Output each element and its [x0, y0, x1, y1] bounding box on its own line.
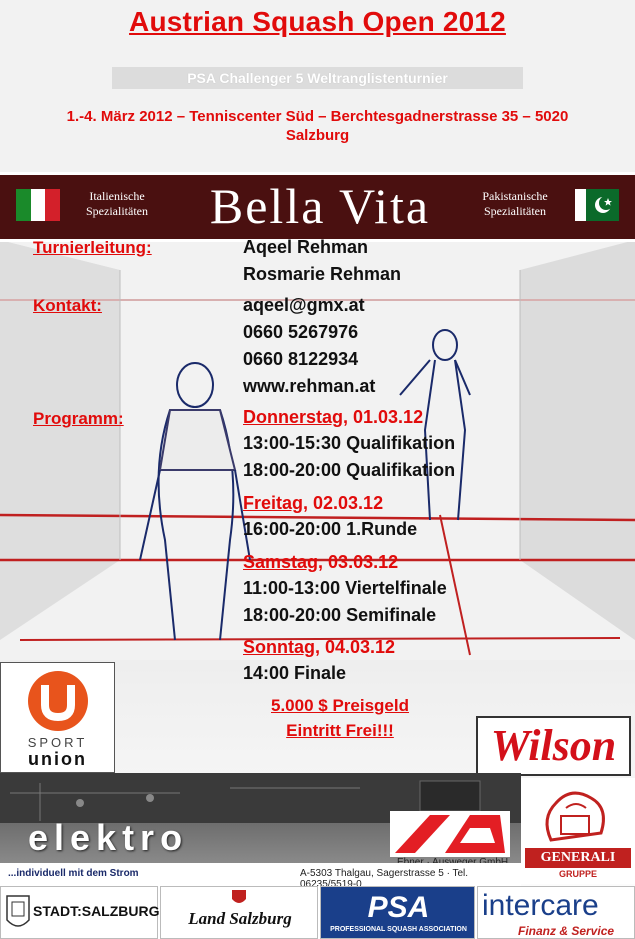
dates-line-2: Salzburg [285, 127, 350, 144]
turnierleitung-label: Turnierleitung: [33, 238, 152, 257]
day-name: Sonntag, [243, 637, 320, 657]
day-name: Samstag, [243, 552, 324, 572]
day-date: 02.03.12 [308, 493, 384, 513]
day-name: Donnerstag, [243, 407, 349, 427]
schedule-item: 16:00-20:00 1.Runde [243, 519, 418, 539]
italy-flag-icon [16, 189, 60, 221]
stadt-salzburg-logo: STADT:SALZBURG [0, 886, 160, 939]
generali-name: GENERALI [525, 848, 631, 868]
ea-mark: EA [454, 815, 455, 816]
sport-union-line-1: SPORT [27, 735, 88, 750]
schedule-item: 11:00-13:00 Viertelfinale [243, 578, 447, 598]
elektro-name: elektro [28, 817, 189, 858]
intercare-logo: intercare Finanz & Service [477, 886, 635, 939]
psa-sub: PROFESSIONAL SQUASH ASSOCIATION [330, 926, 467, 933]
page-subtitle: PSA Challenger 5 Weltranglistenturnier [112, 67, 523, 89]
kontakt-label: Kontakt: [33, 296, 102, 315]
day-friday: Freitag, 02.03.12 [243, 493, 383, 514]
programm-label: Programm: [33, 409, 124, 428]
free-entry: Eintritt Frei!!! [286, 721, 394, 740]
day-date: 03.03.12 [323, 552, 399, 572]
land-salzburg-text: Land Salzburg [188, 909, 292, 928]
land-salzburg-logo: Land Salzburg [160, 886, 318, 939]
crest-icon [232, 890, 246, 903]
elektro-slogan: ...individuell mit dem Strom [8, 868, 139, 879]
wilson-text: Wilson [490, 721, 617, 770]
banner-left-line-1: Italienische [89, 189, 145, 203]
sponsor-strip: STADT:SALZBURG Land Salzburg PSA PROFESS… [0, 886, 635, 939]
contact-website[interactable]: www.rehman.at [243, 376, 376, 396]
bella-vita-banner: Italienische Spezialitäten Bella Vita Pa… [0, 172, 635, 242]
intercare-name: intercare [482, 889, 599, 922]
psa-name: PSA [367, 891, 430, 924]
day-sunday: Sonntag, 04.03.12 [243, 637, 395, 658]
elektro-address: A-5303 Thalgau, Sagerstrasse 5 · Tel. 06… [300, 868, 469, 886]
stadt-salzburg-text: STADT:SALZBURG [33, 903, 160, 919]
sport-union-mark-icon [28, 671, 88, 731]
day-date: 01.03.12 [348, 407, 424, 427]
schedule-item: 13:00-15:30 Qualifikation [243, 433, 456, 453]
wilson-logo: Wilson [476, 716, 631, 776]
schedule-item: 14:00 Finale [243, 663, 347, 683]
generali-sub: GRUPPE [558, 869, 597, 879]
player-left-sketch [139, 362, 251, 641]
contact-phone-2: 0660 8122934 [243, 349, 359, 369]
event-dates-location: 1.-4. März 2012 – Tenniscenter Süd – Ber… [0, 107, 635, 145]
pakistan-flag-icon [575, 189, 619, 221]
circuit-board-icon [0, 773, 521, 857]
contact-phone-1: 0660 5267976 [243, 322, 359, 342]
sport-union-logo: SPORT union [0, 662, 115, 773]
elektro-company: Ebner · Ausweger GmbH [397, 857, 508, 868]
banner-right-text: Pakistanische Spezialitäten [460, 189, 570, 219]
banner-right-line-2: Spezialitäten [484, 204, 546, 218]
sport-union-line-2: union [28, 749, 87, 769]
page-title: Austrian Squash Open 2012 [129, 6, 506, 37]
dates-line-1: 1.-4. März 2012 – Tenniscenter Süd – Ber… [66, 108, 569, 125]
contact-email[interactable]: aqeel@gmx.at [243, 295, 365, 315]
prize-money: 5.000 $ Preisgeld [271, 696, 409, 715]
schedule-item: 18:00-20:00 Semifinale [243, 605, 437, 625]
day-thursday: Donnerstag, 01.03.12 [243, 407, 423, 428]
day-date: 04.03.12 [320, 637, 396, 657]
player-right-sketch [399, 329, 471, 521]
day-name: Freitag, [243, 493, 309, 513]
lion-icon [545, 791, 605, 842]
organizer-2: Rosmarie Rehman [243, 264, 402, 284]
organizer-1: Aqeel Rehman [243, 237, 369, 257]
elektro-ea-logo: elektro EA Ebner · Ausweger GmbH ...indi… [0, 773, 521, 886]
day-saturday: Samstag, 03.03.12 [243, 552, 398, 573]
banner-left-line-2: Spezialitäten [86, 204, 148, 218]
banner-brand: Bella Vita [209, 178, 431, 234]
schedule-item: 18:00-20:00 Qualifikation [243, 460, 456, 480]
generali-logo: GENERALI GRUPPE [521, 778, 635, 884]
banner-left-text: Italienische Spezialitäten [72, 189, 162, 219]
intercare-sub: Finanz & Service [518, 924, 615, 938]
psa-logo: PSA PROFESSIONAL SQUASH ASSOCIATION [320, 886, 475, 939]
city-crest-icon [6, 895, 30, 927]
banner-right-line-1: Pakistanische [482, 189, 548, 203]
